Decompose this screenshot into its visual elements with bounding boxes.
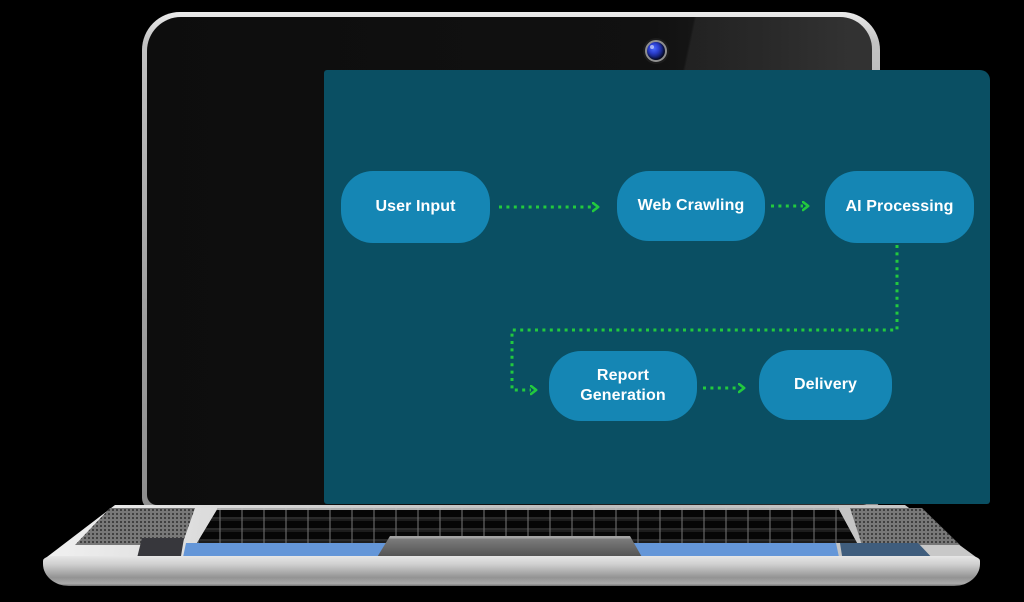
flow-node-user-input: User Input xyxy=(341,171,490,243)
webcam-icon xyxy=(645,40,667,62)
node-label: AI Processing xyxy=(845,198,954,215)
flow-node-ai-processing: AI Processing xyxy=(825,171,974,243)
laptop-lid: User Input Web Crawling AI Processing Re… xyxy=(142,12,990,510)
trackpad xyxy=(376,536,643,559)
flow-node-delivery: Delivery xyxy=(759,350,892,420)
base-front-edge xyxy=(43,556,980,586)
node-label: Report Generation xyxy=(580,367,666,404)
flow-node-web-crawling: Web Crawling xyxy=(617,171,765,241)
flow-edges xyxy=(499,70,899,504)
node-label: Web Crawling xyxy=(637,197,745,214)
screen-bezel: User Input Web Crawling AI Processing Re… xyxy=(147,17,990,505)
screen: User Input Web Crawling AI Processing Re… xyxy=(324,70,990,504)
speaker-grille-right xyxy=(850,508,960,545)
node-label: User Input xyxy=(375,198,456,215)
flow-node-report-generation: Report Generation xyxy=(549,351,697,421)
node-label: Delivery xyxy=(793,376,858,393)
